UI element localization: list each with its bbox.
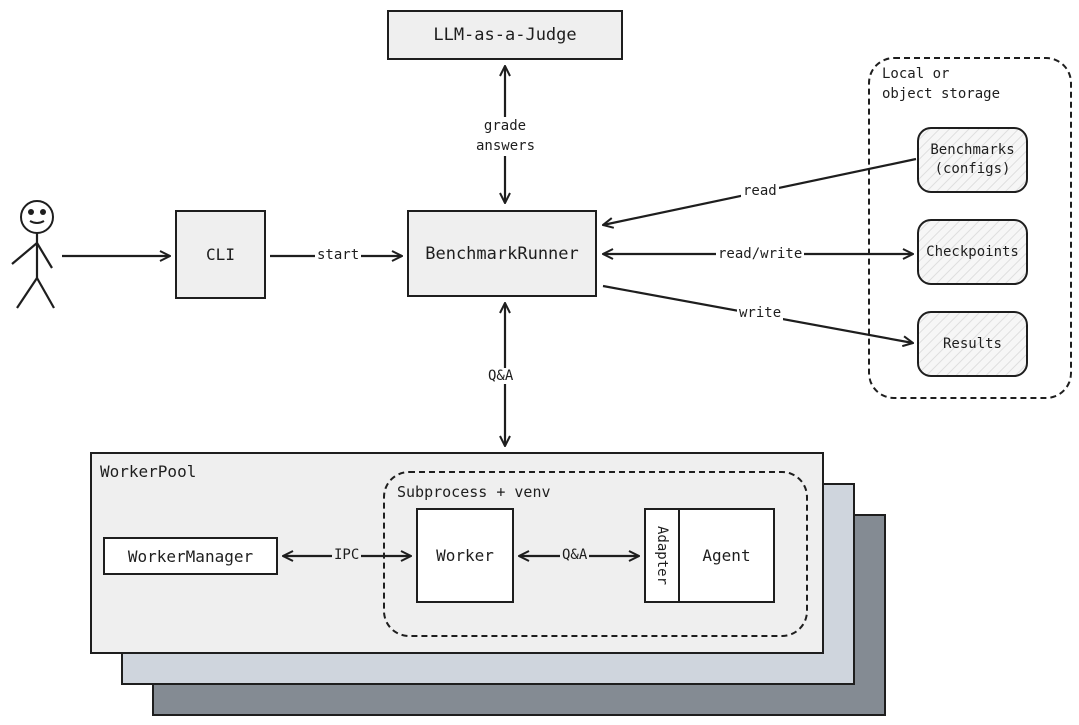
agent-box: Agent bbox=[678, 508, 775, 603]
subprocess-label: Subprocess + venv bbox=[397, 483, 551, 501]
benchmarks-box: Benchmarks (configs) bbox=[917, 127, 1028, 193]
llm-judge-box: LLM-as-a-Judge bbox=[387, 10, 623, 60]
edge-label-qa-runner: Q&A bbox=[486, 368, 516, 384]
edge-label-read: read bbox=[741, 183, 779, 199]
edge-label-read-write: read/write bbox=[716, 246, 805, 262]
adapter-label: Adapter bbox=[654, 525, 670, 585]
edge-label-grade-answers: grade answers bbox=[474, 117, 536, 157]
edge-label-qa-worker: Q&A bbox=[560, 547, 590, 563]
user-actor-icon bbox=[11, 200, 55, 309]
cli-box: CLI bbox=[175, 210, 266, 299]
worker-manager-box: WorkerManager bbox=[103, 537, 278, 575]
results-box: Results bbox=[917, 311, 1028, 377]
agent-label: Agent bbox=[702, 546, 751, 565]
benchmark-runner-box: BenchmarkRunner bbox=[407, 210, 597, 297]
worker-manager-label: WorkerManager bbox=[127, 546, 254, 566]
edge-label-write: write bbox=[737, 305, 784, 321]
edge-label-ipc: IPC bbox=[332, 547, 362, 563]
checkpoints-label: Checkpoints bbox=[926, 243, 1019, 260]
results-label: Results bbox=[942, 335, 1002, 352]
worker-pool-label: WorkerPool bbox=[100, 462, 197, 481]
worker-label: Worker bbox=[436, 546, 494, 565]
storage-label: Local or object storage bbox=[882, 66, 1001, 102]
llm-judge-label: LLM-as-a-Judge bbox=[433, 25, 577, 45]
cli-label: CLI bbox=[206, 245, 235, 264]
edge-label-start: start bbox=[315, 247, 362, 263]
storage-group: Local or object storage bbox=[868, 57, 1072, 399]
benchmark-runner-label: BenchmarkRunner bbox=[425, 243, 579, 264]
benchmarks-label: Benchmarks (configs) bbox=[930, 142, 1015, 177]
worker-box: Worker bbox=[416, 508, 514, 603]
checkpoints-box: Checkpoints bbox=[917, 219, 1028, 285]
